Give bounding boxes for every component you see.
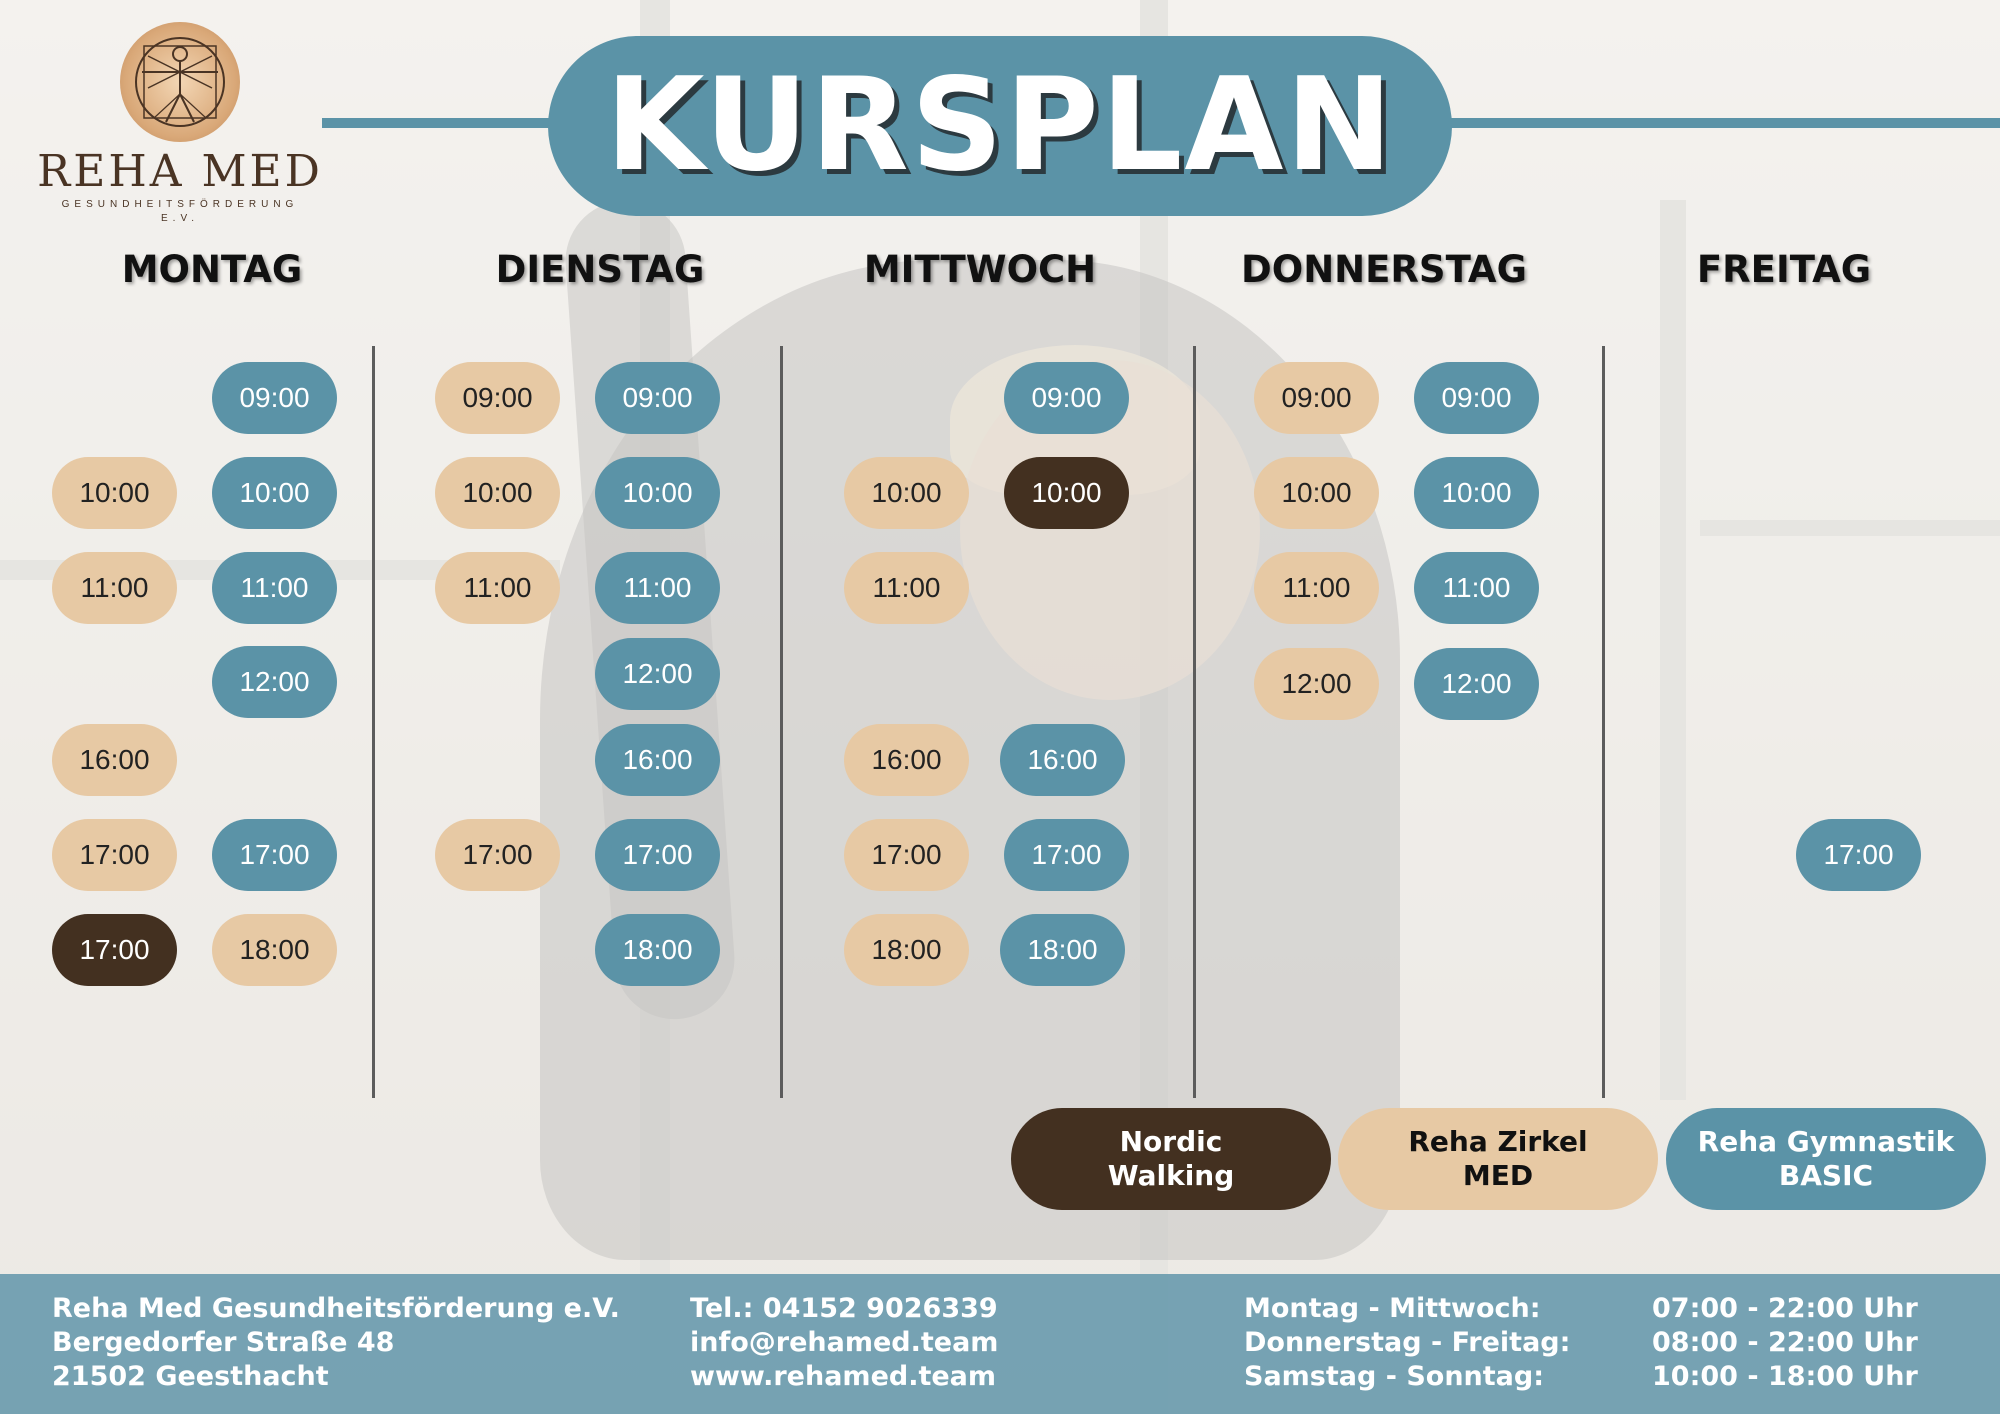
slot-dienstag-1100[interactable]: 11:00 [435, 552, 560, 624]
slot-donnerstag-0900[interactable]: 09:00 [1414, 362, 1539, 434]
slot-dienstag-1000[interactable]: 10:00 [435, 457, 560, 529]
footer: Reha Med Gesundheitsförderung e.V. Berge… [0, 1274, 2000, 1414]
footer-hours-time: 10:00 - 18:00 Uhr [1652, 1361, 1918, 1392]
day-header-mittwoch: MITTWOCH [863, 248, 1097, 291]
legend-label-line2: MED [1462, 1159, 1534, 1192]
day-header-montag: MONTAG [121, 248, 303, 291]
page-title: KURSPLAN [605, 51, 1395, 200]
footer-city: 21502 Geesthacht [52, 1361, 329, 1392]
column-divider [1602, 346, 1605, 1098]
footer-org-name: Reha Med Gesundheitsförderung e.V. [52, 1293, 620, 1324]
footer-email[interactable]: info@rehamed.team [690, 1327, 999, 1358]
slot-dienstag-1100[interactable]: 11:00 [595, 552, 720, 624]
slot-mittwoch-1600[interactable]: 16:00 [1000, 724, 1125, 796]
footer-hours-time: 07:00 - 22:00 Uhr [1652, 1293, 1918, 1324]
logo-subtitle: GESUNDHEITSFÖRDERUNG [61, 199, 299, 210]
slot-dienstag-0900[interactable]: 09:00 [595, 362, 720, 434]
slot-mittwoch-1800[interactable]: 18:00 [844, 914, 969, 986]
title-banner: KURSPLAN [548, 36, 1452, 216]
slot-dienstag-1200[interactable]: 12:00 [595, 638, 720, 710]
slot-donnerstag-0900[interactable]: 09:00 [1254, 362, 1379, 434]
slot-mittwoch-1700[interactable]: 17:00 [1004, 819, 1129, 891]
column-divider [780, 346, 783, 1098]
slot-mittwoch-1000[interactable]: 10:00 [844, 457, 969, 529]
footer-hours-day: Samstag - Sonntag: [1244, 1361, 1545, 1392]
legend-label-line1: Nordic [1119, 1125, 1223, 1158]
footer-street: Bergedorfer Straße 48 [52, 1327, 395, 1358]
slot-montag-1200[interactable]: 12:00 [212, 646, 337, 718]
logo: REHA MED GESUNDHEITSFÖRDERUNG E.V. [30, 22, 330, 232]
slot-freitag-1700[interactable]: 17:00 [1796, 819, 1921, 891]
title-rule-left [322, 118, 562, 128]
footer-hours-times: 07:00 - 22:00 Uhr 08:00 - 22:00 Uhr 10:0… [1652, 1292, 1918, 1394]
slot-montag-1800[interactable]: 18:00 [212, 914, 337, 986]
slot-donnerstag-1200[interactable]: 12:00 [1414, 648, 1539, 720]
slot-montag-0900[interactable]: 09:00 [212, 362, 337, 434]
column-divider [1193, 346, 1196, 1098]
slot-montag-1000[interactable]: 10:00 [212, 457, 337, 529]
slot-dienstag-1000[interactable]: 10:00 [595, 457, 720, 529]
slot-mittwoch-1700[interactable]: 17:00 [844, 819, 969, 891]
slot-donnerstag-1000[interactable]: 10:00 [1254, 457, 1379, 529]
slot-montag-1700[interactable]: 17:00 [52, 819, 177, 891]
slot-dienstag-0900[interactable]: 09:00 [435, 362, 560, 434]
footer-website[interactable]: www.rehamed.team [690, 1361, 997, 1392]
slot-donnerstag-1100[interactable]: 11:00 [1414, 552, 1539, 624]
slot-mittwoch-0900[interactable]: 09:00 [1004, 362, 1129, 434]
slot-donnerstag-1100[interactable]: 11:00 [1254, 552, 1379, 624]
slot-montag-1100[interactable]: 11:00 [52, 552, 177, 624]
footer-hours-day: Montag - Mittwoch: [1244, 1293, 1541, 1324]
legend-label-line2: BASIC [1778, 1159, 1874, 1192]
column-divider [372, 346, 375, 1098]
slot-montag-1100[interactable]: 11:00 [212, 552, 337, 624]
slot-mittwoch-1100[interactable]: 11:00 [844, 552, 969, 624]
footer-hours-day: Donnerstag - Freitag: [1244, 1327, 1571, 1358]
slot-mittwoch-1800[interactable]: 18:00 [1000, 914, 1125, 986]
logo-name: REHA MED [37, 146, 323, 197]
footer-hours-time: 08:00 - 22:00 Uhr [1652, 1327, 1918, 1358]
slot-montag-1600[interactable]: 16:00 [52, 724, 177, 796]
logo-subtitle-ev: E.V. [161, 213, 199, 224]
slot-dienstag-1800[interactable]: 18:00 [595, 914, 720, 986]
day-header-dienstag: DIENSTAG [495, 248, 705, 291]
slot-montag-1700-nordic[interactable]: 17:00 [52, 914, 177, 986]
slot-mittwoch-1000-nordic[interactable]: 10:00 [1004, 457, 1129, 529]
slot-donnerstag-1200[interactable]: 12:00 [1254, 648, 1379, 720]
slot-dienstag-1700[interactable]: 17:00 [595, 819, 720, 891]
slot-montag-1000[interactable]: 10:00 [52, 457, 177, 529]
legend-label-line1: Reha Gymnastik [1697, 1125, 1955, 1158]
day-header-freitag: FREITAG [1696, 248, 1872, 291]
legend-label-line2: Walking [1107, 1159, 1235, 1192]
footer-hours-days: Montag - Mittwoch: Donnerstag - Freitag:… [1244, 1292, 1570, 1394]
footer-address: Reha Med Gesundheitsförderung e.V. Berge… [52, 1292, 620, 1394]
slot-montag-1700[interactable]: 17:00 [212, 819, 337, 891]
title-rule-right [1440, 118, 2000, 128]
legend-label-line1: Reha Zirkel [1408, 1125, 1588, 1158]
slot-dienstag-1600[interactable]: 16:00 [595, 724, 720, 796]
slot-dienstag-1700[interactable]: 17:00 [435, 819, 560, 891]
slot-mittwoch-1600[interactable]: 16:00 [844, 724, 969, 796]
slot-donnerstag-1000[interactable]: 10:00 [1414, 457, 1539, 529]
vitruvian-man-icon [120, 22, 240, 142]
footer-phone[interactable]: Tel.: 04152 9026339 [690, 1293, 998, 1324]
footer-contact: Tel.: 04152 9026339 info@rehamed.team ww… [690, 1292, 998, 1394]
day-header-donnerstag: DONNERSTAG [1241, 248, 1527, 291]
